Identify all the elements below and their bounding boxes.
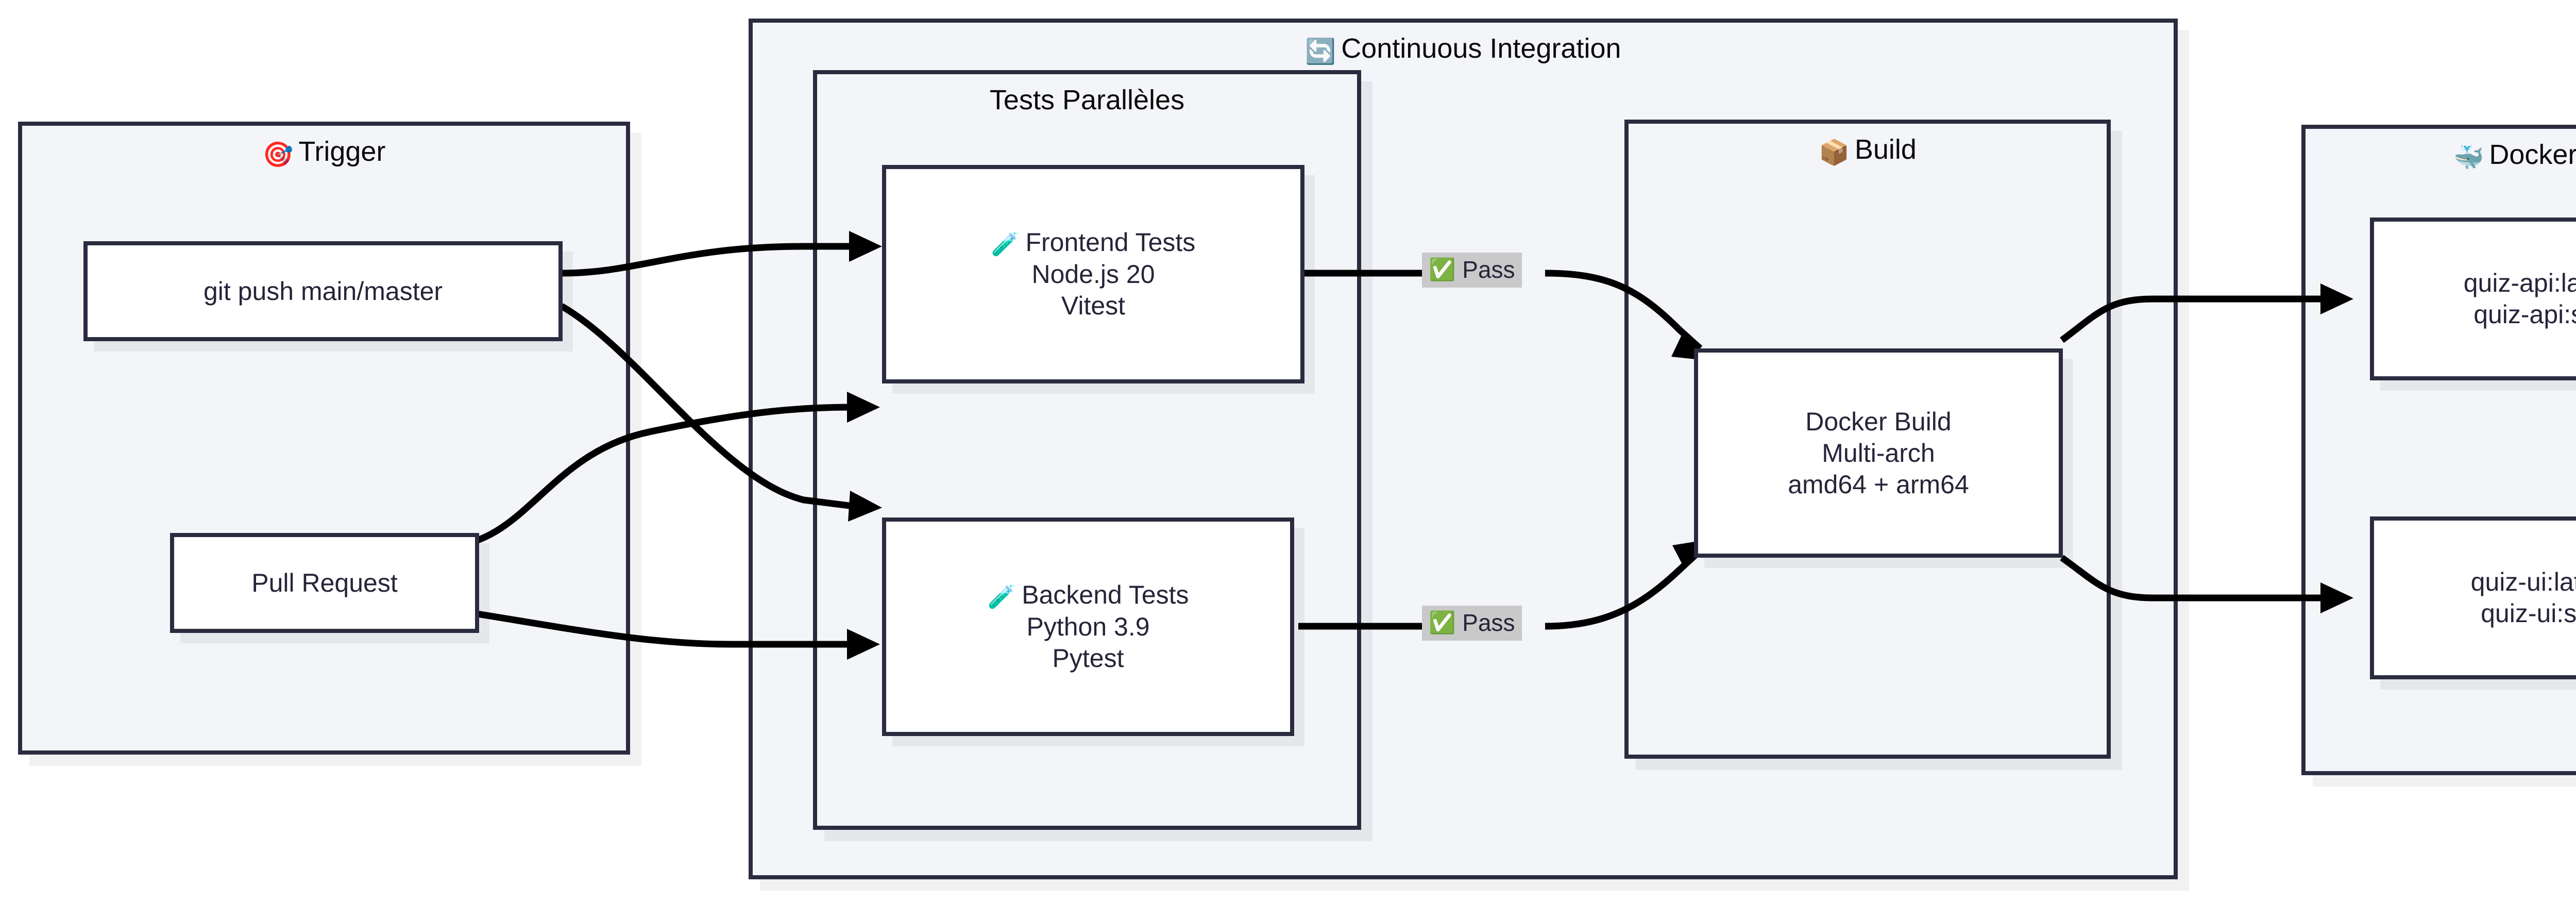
- node-pull-request[interactable]: Pull Request: [170, 533, 479, 633]
- subgraph-ci-title: 🔄Continuous Integration: [753, 34, 2174, 65]
- subgraph-trigger-title: 🎯Trigger: [22, 137, 626, 168]
- node-backend-tests-line-3: Pytest: [1052, 643, 1124, 673]
- node-docker-build[interactable]: Docker Build Multi-arch amd64 + arm64: [1694, 348, 2063, 558]
- node-frontend-tests-line-3: Vitest: [1061, 291, 1126, 320]
- node-docker-build-line-1: Docker Build: [1805, 407, 1952, 436]
- subgraph-build-label: Build: [1854, 134, 1917, 165]
- node-docker-build-line-2: Multi-arch: [1822, 438, 1935, 467]
- node-docker-build-line-3: amd64 + arm64: [1788, 470, 1969, 499]
- node-frontend-tests-line-2: Node.js 20: [1031, 259, 1155, 289]
- node-frontend-tests[interactable]: 🧪Frontend Tests Node.js 20 Vitest: [882, 165, 1304, 383]
- node-quiz-api-line-2: quiz-api:sha: [2473, 300, 2576, 329]
- node-quiz-ui-line-1: quiz-ui:latest: [2470, 567, 2576, 596]
- edge-label-pass-backend: ✅ Pass: [1422, 606, 1522, 641]
- node-backend-tests[interactable]: 🧪Backend Tests Python 3.9 Pytest: [882, 517, 1294, 736]
- edge-gitpush-to-frontend: [561, 231, 882, 277]
- check-mark-button-icon: ✅: [1429, 610, 1456, 634]
- target-icon: 🎯: [262, 141, 294, 169]
- package-icon: 📦: [1819, 139, 1850, 166]
- subgraph-trigger-label: Trigger: [298, 136, 386, 167]
- edge-gitpush-to-backend: [560, 303, 882, 522]
- node-backend-tests-line-1: 🧪Backend Tests: [987, 579, 1189, 611]
- node-quiz-ui[interactable]: quiz-ui:latest quiz-ui:sha: [2370, 516, 2576, 679]
- node-git-push-line-1: git push main/master: [203, 276, 443, 306]
- node-quiz-ui-line-2: quiz-ui:sha: [2481, 599, 2576, 628]
- node-quiz-api[interactable]: quiz-api:latest quiz-api:sha: [2370, 218, 2576, 380]
- node-git-push[interactable]: git push main/master: [83, 241, 563, 341]
- subgraph-dockerhub-label: Docker Hub: [2489, 139, 2576, 170]
- node-pull-request-line-1: Pull Request: [251, 568, 398, 597]
- subgraph-build-title: 📦Build: [1629, 135, 2107, 166]
- edge-pullrequest-to-backend: [473, 610, 880, 660]
- edge-label-pass-backend-text: Pass: [1462, 609, 1515, 636]
- test-tube-icon: 🧪: [987, 584, 1016, 610]
- subgraph-ci-label: Continuous Integration: [1341, 33, 1621, 64]
- edge-label-pass-frontend-text: Pass: [1462, 256, 1515, 283]
- edge-dockerbuild-to-quizui: [2060, 555, 2353, 613]
- node-quiz-api-line-1: quiz-api:latest: [2463, 269, 2576, 297]
- refresh-arrows-icon: 🔄: [1305, 38, 1336, 65]
- node-backend-tests-line-2: Python 3.9: [1026, 612, 1150, 641]
- subgraph-tests-label: Tests Parallèles: [989, 85, 1185, 115]
- node-frontend-tests-title: Frontend Tests: [1025, 228, 1196, 257]
- subgraph-tests-title: Tests Parallèles: [817, 86, 1357, 115]
- edge-pullrequest-to-frontend: [443, 392, 880, 550]
- edge-dockerbuild-to-quizapi: [2060, 283, 2353, 343]
- node-frontend-tests-line-1: 🧪Frontend Tests: [991, 227, 1196, 259]
- edge-label-pass-frontend: ✅ Pass: [1422, 253, 1522, 288]
- test-tube-icon: 🧪: [991, 232, 1020, 258]
- whale-icon: 🐳: [2453, 144, 2484, 172]
- check-mark-button-icon: ✅: [1429, 257, 1456, 281]
- node-backend-tests-title: Backend Tests: [1022, 580, 1189, 610]
- subgraph-dockerhub-title: 🐳Docker Hub: [2306, 140, 2576, 171]
